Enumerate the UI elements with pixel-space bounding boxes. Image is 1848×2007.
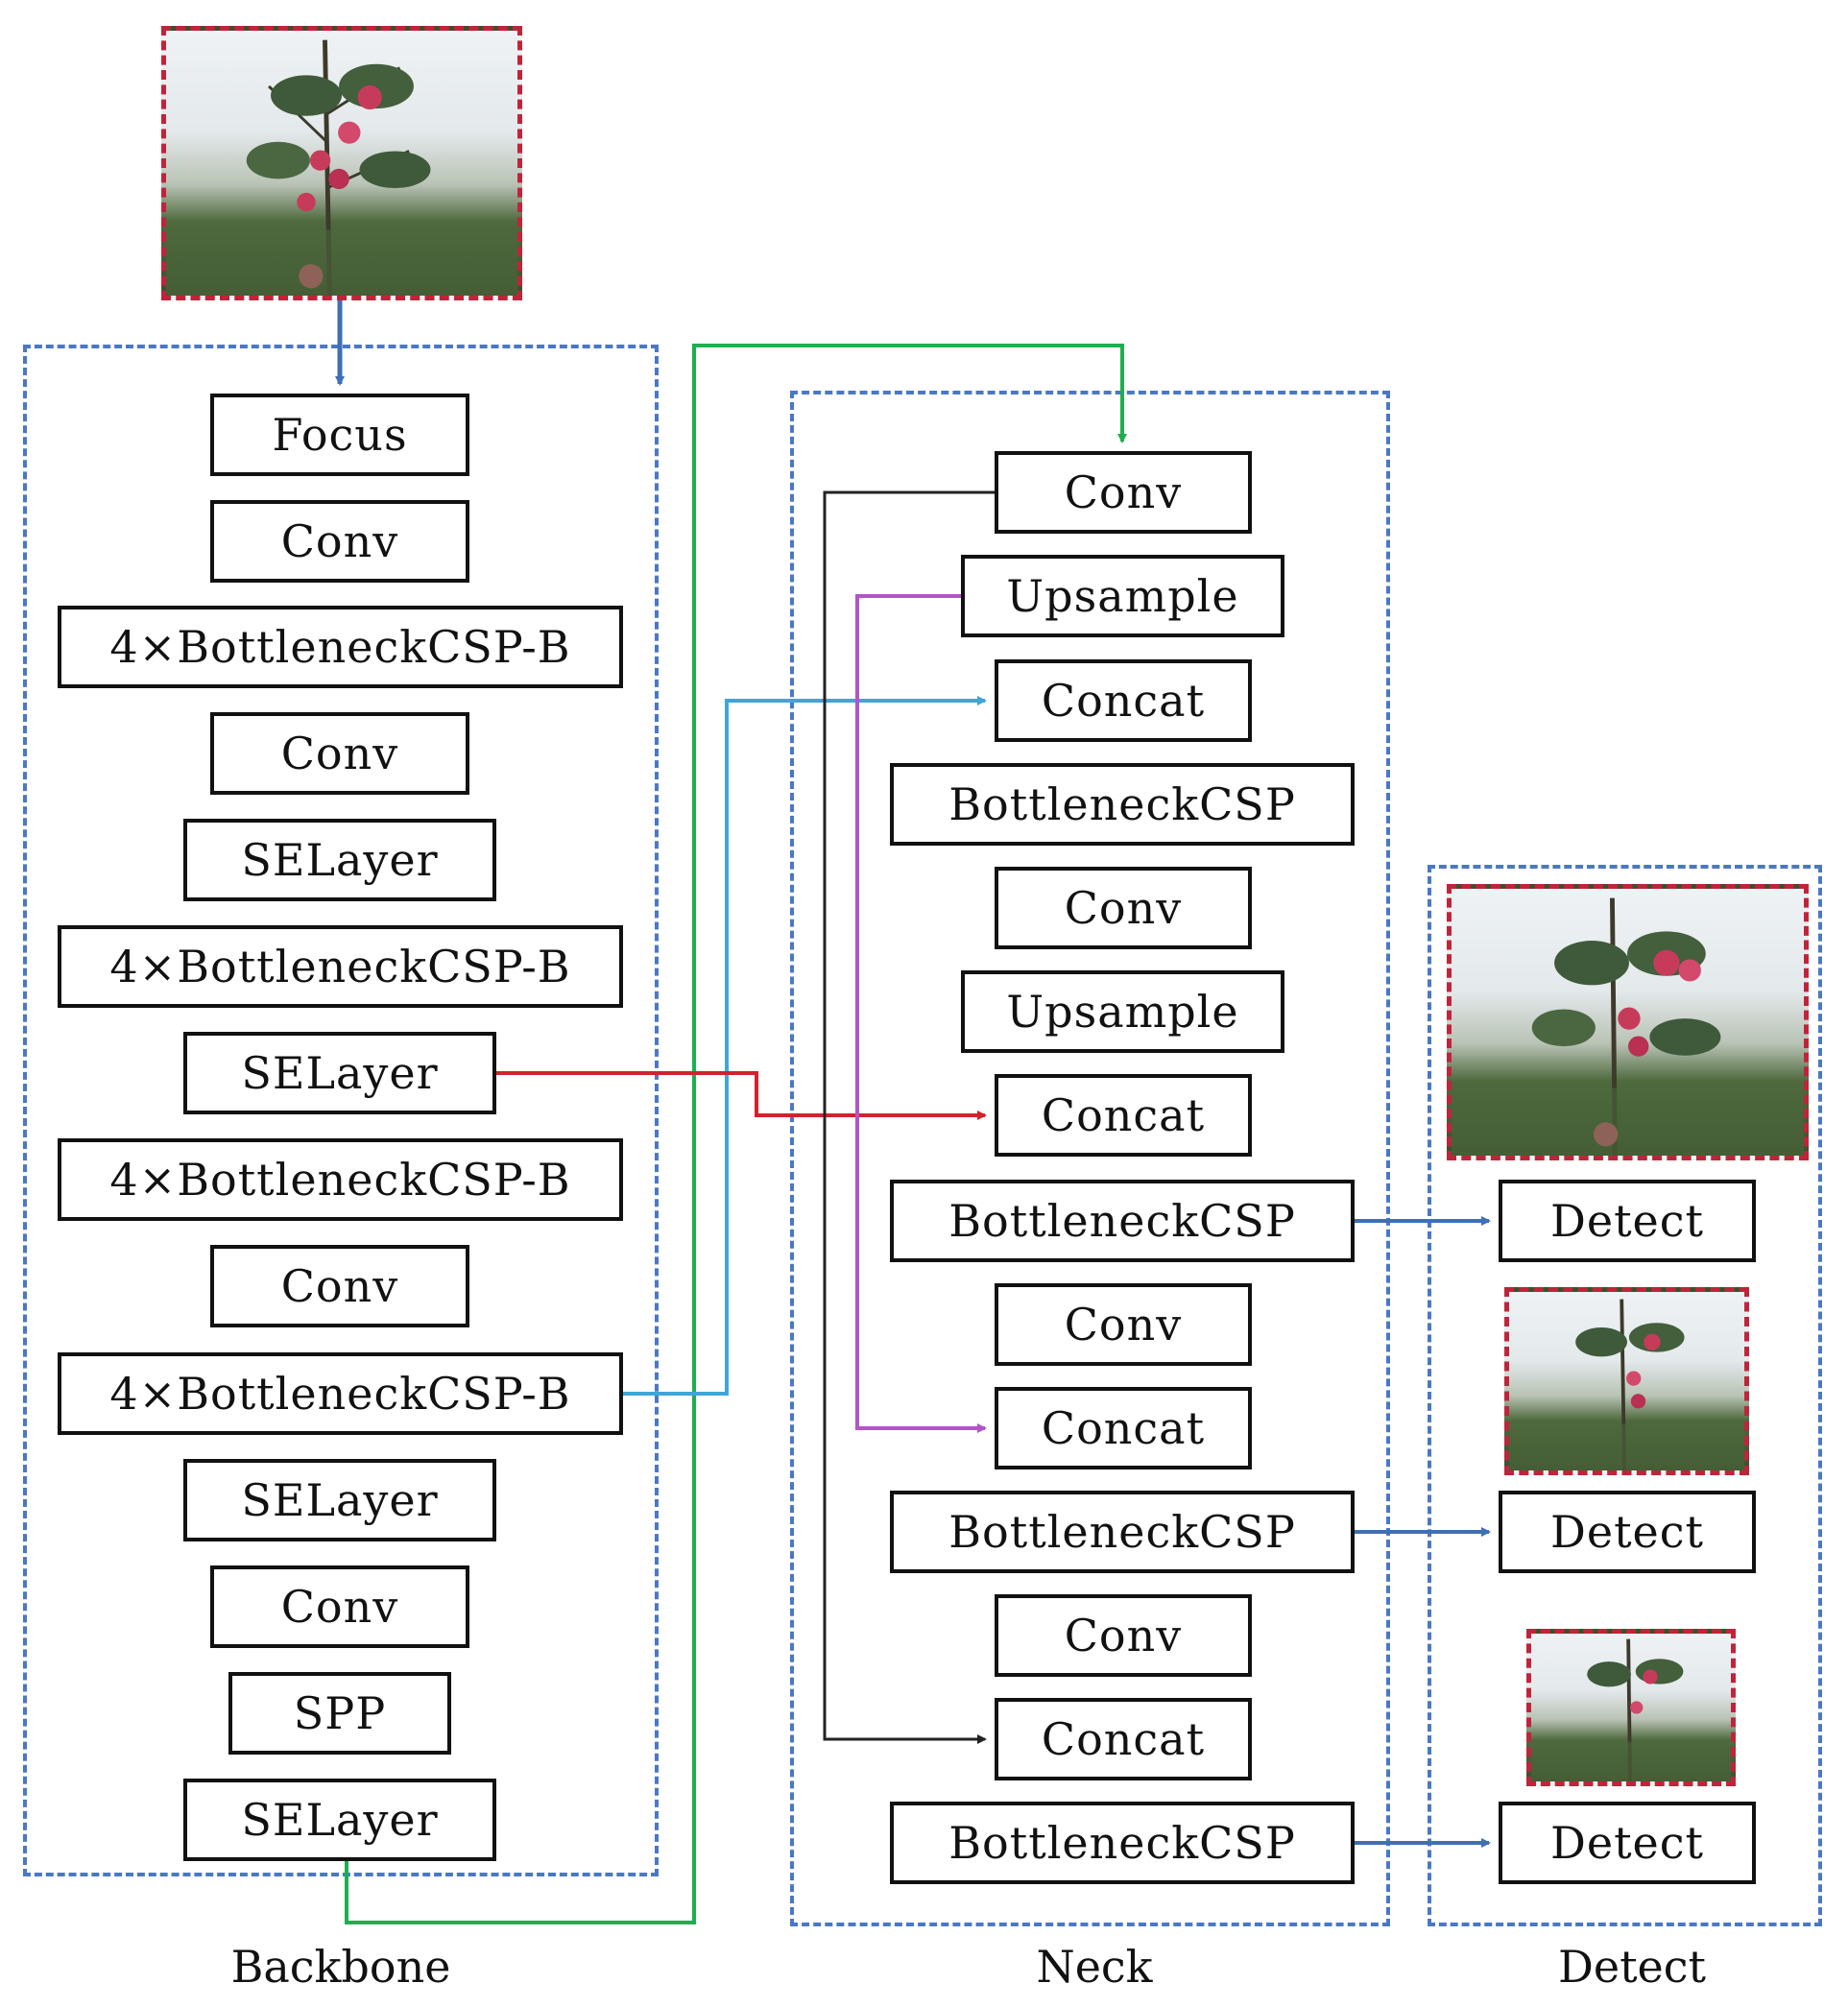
neck-block-upsample: Upsample bbox=[961, 970, 1284, 1053]
backbone-block-selayer: SELayer bbox=[183, 1459, 496, 1541]
detect-block: Detect bbox=[1499, 1491, 1756, 1573]
neck-block-bottleneck-csp: BottleneckCSP bbox=[890, 1802, 1355, 1884]
backbone-block-bottleneck-csp-b: 4×BottleneckCSP-B bbox=[58, 925, 623, 1008]
link-bottleneck-to-concat bbox=[623, 696, 987, 1396]
detect-output-image-medium bbox=[1504, 1287, 1749, 1475]
apple-tree-icon bbox=[1452, 897, 1804, 1156]
neck-section bbox=[790, 391, 1390, 1926]
backbone-label: Backbone bbox=[230, 1941, 451, 1993]
backbone-block-selayer: SELayer bbox=[183, 1032, 496, 1114]
backbone-block-bottleneck-csp-b: 4×BottleneckCSP-B bbox=[58, 606, 623, 688]
detect-output-image-small bbox=[1526, 1629, 1736, 1786]
detect-block: Detect bbox=[1499, 1802, 1756, 1884]
neck-block-bottleneck-csp: BottleneckCSP bbox=[890, 1180, 1355, 1262]
backbone-block-bottleneck-csp-b: 4×BottleneckCSP-B bbox=[58, 1138, 623, 1221]
input-image bbox=[161, 26, 522, 300]
neck-block-conv: Conv bbox=[995, 867, 1252, 949]
backbone-block-conv: Conv bbox=[210, 1565, 469, 1648]
detect-label: Detect bbox=[1557, 1941, 1707, 1993]
neck-label: Neck bbox=[1036, 1941, 1153, 1993]
link-selayer-to-concat bbox=[496, 1071, 987, 1120]
apple-tree-icon bbox=[166, 39, 517, 296]
neck-block-conv: Conv bbox=[995, 451, 1252, 534]
backbone-block-spp: SPP bbox=[228, 1672, 451, 1755]
neck-block-bottleneck-csp: BottleneckCSP bbox=[890, 763, 1355, 846]
link-upsample-to-concat bbox=[855, 594, 987, 1433]
link-selayer-to-neck-conv bbox=[345, 344, 1127, 1924]
detect-section bbox=[1428, 865, 1822, 1926]
neck-block-concat: Concat bbox=[995, 1387, 1252, 1469]
apple-tree-icon bbox=[1509, 1299, 1744, 1470]
backbone-block-bottleneck-csp-b: 4×BottleneckCSP-B bbox=[58, 1352, 623, 1435]
backbone-block-conv: Conv bbox=[210, 500, 469, 583]
backbone-block-selayer: SELayer bbox=[183, 819, 496, 901]
detect-output-image-large bbox=[1447, 884, 1809, 1160]
neck-block-upsample: Upsample bbox=[961, 555, 1284, 637]
neck-block-concat: Concat bbox=[995, 659, 1252, 742]
backbone-block-focus: Focus bbox=[210, 394, 469, 476]
neck-block-bottleneck-csp: BottleneckCSP bbox=[890, 1491, 1355, 1573]
neck-block-concat: Concat bbox=[995, 1074, 1252, 1157]
neck-block-concat: Concat bbox=[995, 1698, 1252, 1780]
detect-block: Detect bbox=[1499, 1180, 1756, 1262]
apple-tree-icon bbox=[1531, 1638, 1731, 1781]
backbone-block-conv: Conv bbox=[210, 712, 469, 795]
backbone-block-conv: Conv bbox=[210, 1245, 469, 1327]
neck-block-conv: Conv bbox=[995, 1594, 1252, 1677]
backbone-block-selayer: SELayer bbox=[183, 1779, 496, 1861]
link-conv-to-concat bbox=[823, 490, 995, 1744]
neck-block-conv: Conv bbox=[995, 1283, 1252, 1366]
